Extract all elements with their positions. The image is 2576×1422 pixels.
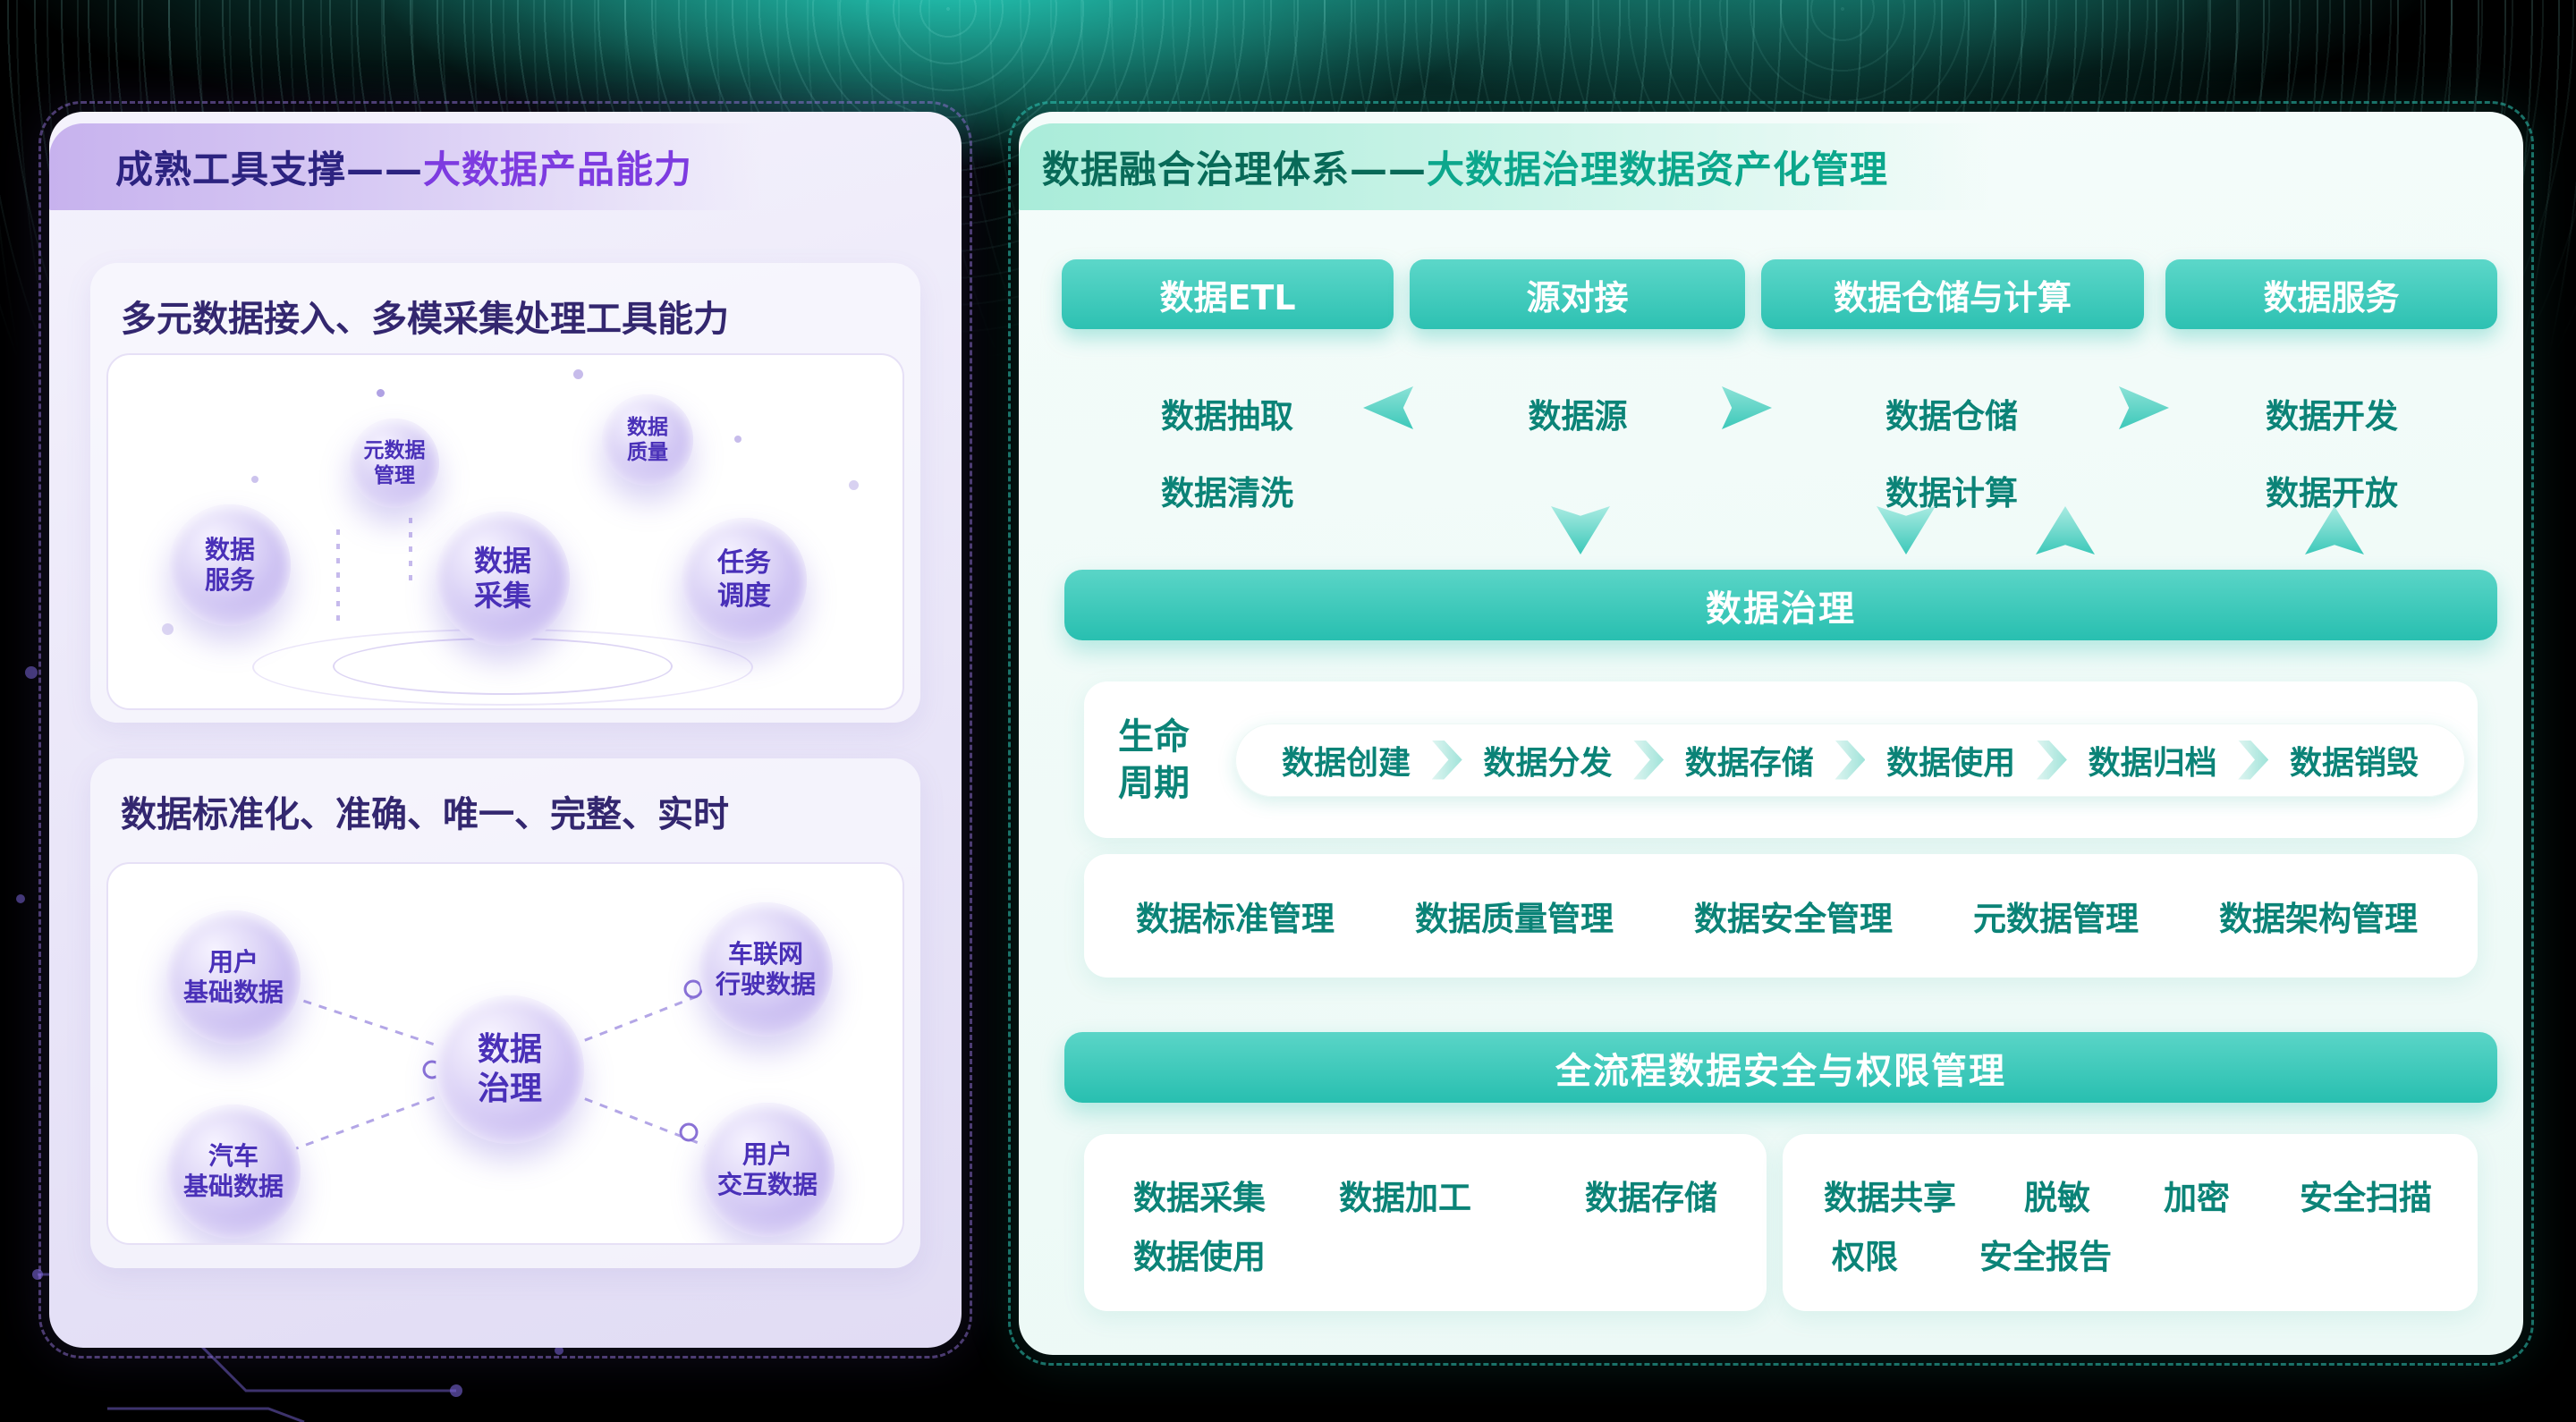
- chevron-right-icon: [2238, 740, 2269, 780]
- left-panel-tools: 成熟工具支撑——大数据产品能力 多元数据接入、多模采集处理工具能力 数据 服务 …: [38, 101, 972, 1359]
- arrow-right-icon: [1722, 386, 1772, 429]
- arrow-left-icon: [1363, 386, 1413, 429]
- item-data-development: 数据开发: [2266, 397, 2398, 436]
- lifecycle-label: 生命 周期: [1118, 715, 1190, 804]
- arrow-right-icon: [2119, 386, 2169, 429]
- item-data-architecture-management: 数据架构管理: [2219, 900, 2418, 938]
- section2-bubble-canvas: 用户 基础数据 车联网 行驶数据 汽车 基础数据 用户 交互数据 数据 治理: [106, 862, 904, 1245]
- right-panel-title-prefix: 数据融合治理体系——: [1042, 148, 1428, 191]
- item-data-cleaning: 数据清洗: [1161, 474, 1293, 512]
- item-data-collection: 数据采集: [1133, 1179, 1266, 1217]
- decorative-dot: [25, 666, 38, 679]
- arrow-down-icon: [1551, 506, 1610, 554]
- column-items-source-connect: 数据源: [1529, 389, 1628, 437]
- decorative-dot: [377, 389, 385, 397]
- decorative-dot: [734, 436, 741, 443]
- section2-title: 数据标准化、准确、唯一、完整、实时: [121, 794, 729, 835]
- stage-data-usage: 数据使用: [1886, 744, 2016, 782]
- column-header-data-etl: 数据ETL: [1062, 259, 1394, 329]
- bubble-user-base-data: 用户 基础数据: [166, 910, 301, 1045]
- bubble-user-interaction-data: 用户 交互数据: [700, 1103, 835, 1237]
- lifecycle-card: 生命 周期 数据创建 数据分发 数据存储 数据使用 数据归档 数据销毁: [1084, 681, 2478, 838]
- stage-data-creation: 数据创建: [1282, 744, 1411, 782]
- decorative-dot: [849, 480, 859, 490]
- bubble-data-collection: 数据 采集: [436, 512, 570, 646]
- item-data-usage: 数据使用: [1133, 1238, 1266, 1276]
- arrow-up-icon: [2036, 506, 2095, 554]
- decorative-dot: [573, 369, 583, 379]
- chevron-right-icon: [2036, 740, 2067, 780]
- item-desensitization: 脱敏: [2024, 1179, 2090, 1217]
- security-control-card: 数据共享 脱敏 加密 安全扫描 权限 安全报告: [1783, 1134, 2478, 1311]
- bubble-data-service: 数据 服务: [169, 504, 291, 626]
- column-header-warehouse-compute: 数据仓储与计算: [1761, 259, 2144, 329]
- decorative-dot: [162, 623, 174, 635]
- left-panel-title-suffix: 大数据产品能力: [423, 148, 693, 191]
- item-data-processing: 数据加工: [1339, 1179, 1471, 1217]
- section-data-standardization: 数据标准化、准确、唯一、完整、实时 用户 基础数据: [90, 758, 920, 1268]
- stage-data-distribution: 数据分发: [1483, 744, 1613, 782]
- right-panel-title-banner: 数据融合治理体系——大数据治理数据资产化管理: [1019, 123, 2029, 210]
- chevron-right-icon: [1431, 740, 1462, 780]
- item-data-standard-management: 数据标准管理: [1136, 900, 1335, 938]
- chevron-right-icon: [1633, 740, 1665, 780]
- item-data-security-management: 数据安全管理: [1694, 900, 1893, 938]
- section-multisource-tools: 多元数据接入、多模采集处理工具能力 数据 服务 元数据 管理 数据 采集 数据 …: [90, 263, 920, 723]
- bubble-task-scheduling: 任务 调度: [682, 518, 807, 643]
- item-security-scan: 安全扫描: [2300, 1179, 2432, 1217]
- ripple-ellipse: [333, 638, 673, 695]
- left-panel-title-banner: 成熟工具支撑——大数据产品能力: [49, 123, 792, 210]
- stage-data-destruction: 数据销毁: [2289, 744, 2419, 782]
- item-data-warehouse: 数据仓储: [1885, 397, 2018, 436]
- item-permission: 权限: [1832, 1238, 1898, 1276]
- section1-title: 多元数据接入、多模采集处理工具能力: [121, 299, 729, 340]
- column-header-data-service: 数据服务: [2165, 259, 2497, 329]
- right-panel-governance: 数据融合治理体系——大数据治理数据资产化管理 数据ETL 源对接 数据仓储与计算…: [1008, 101, 2534, 1366]
- decorative-dot: [251, 476, 258, 483]
- bubble-car-base-data: 汽车 基础数据: [166, 1105, 301, 1239]
- bubble-data-governance-center: 数据 治理: [436, 995, 584, 1144]
- lifecycle-stage-track: 数据创建 数据分发 数据存储 数据使用 数据归档 数据销毁: [1235, 723, 2465, 797]
- bubble-vehicle-network-data: 车联网 行驶数据: [699, 902, 833, 1037]
- chevron-right-icon: [1835, 740, 1866, 780]
- stage-data-storage: 数据存储: [1684, 744, 1814, 782]
- column-items-data-service: 数据开发 数据开放: [2266, 389, 2398, 514]
- item-data-compute: 数据计算: [1885, 474, 2018, 512]
- dotted-line-decoration: [336, 529, 340, 623]
- decorative-dot: [16, 894, 25, 903]
- security-permission-bar: 全流程数据安全与权限管理: [1064, 1032, 2497, 1103]
- bubble-data-quality: 数据 质量: [602, 394, 693, 486]
- section1-bubble-canvas: 数据 服务 元数据 管理 数据 采集 数据 质量 任务 调度: [106, 353, 904, 710]
- item-security-report: 安全报告: [1979, 1238, 2112, 1276]
- left-panel-title-prefix: 成熟工具支撑——: [115, 148, 424, 191]
- item-data-source: 数据源: [1528, 397, 1628, 436]
- item-metadata-management: 元数据管理: [1973, 900, 2139, 938]
- column-header-source-connect: 源对接: [1410, 259, 1745, 329]
- item-data-openness: 数据开放: [2266, 474, 2398, 512]
- bubble-metadata-management: 元数据 管理: [350, 419, 439, 508]
- item-data-sharing: 数据共享: [1824, 1179, 1956, 1217]
- item-data-quality-management: 数据质量管理: [1415, 900, 1614, 938]
- management-capabilities-card: 数据标准管理 数据质量管理 数据安全管理 元数据管理 数据架构管理: [1084, 854, 2478, 978]
- item-data-extraction: 数据抽取: [1161, 397, 1293, 436]
- right-panel-title-suffix: 大数据治理数据资产化管理: [1427, 148, 1889, 191]
- column-items-data-etl: 数据抽取 数据清洗: [1161, 389, 1293, 514]
- item-encryption: 加密: [2164, 1179, 2230, 1217]
- item-data-storage: 数据存储: [1585, 1179, 1717, 1217]
- dotted-line-decoration: [409, 518, 412, 582]
- data-governance-bar: 数据治理: [1064, 570, 2497, 640]
- column-items-warehouse-compute: 数据仓储 数据计算: [1885, 389, 2018, 514]
- security-process-card: 数据采集 数据加工 数据存储 数据使用: [1084, 1134, 1767, 1311]
- stage-data-archive: 数据归档: [2088, 744, 2217, 782]
